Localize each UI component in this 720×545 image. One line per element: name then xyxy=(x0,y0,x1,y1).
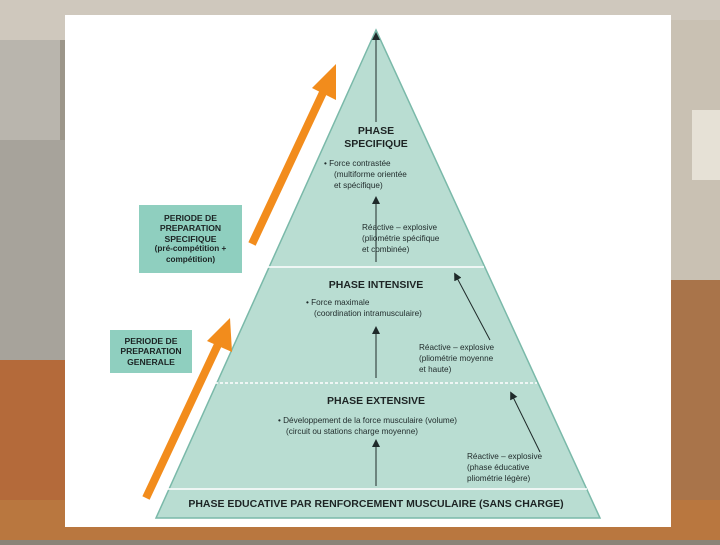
phase-extensive-bullet: • Développement de la force musculaire (… xyxy=(278,415,457,437)
period-general-line3: GENERALE xyxy=(127,356,175,367)
phase-specifique-title-line2: SPECIFIQUE xyxy=(344,138,408,150)
period-specific-line5: compétition) xyxy=(165,254,216,264)
period-general-line1: PERIODE DE xyxy=(124,335,178,346)
phase-specifique-bullet2: (multiforme orientée xyxy=(334,170,407,179)
phase-intensive-reactive3: et haute) xyxy=(419,365,452,374)
period-specific-line3: SPECIFIQUE xyxy=(164,233,217,244)
phase-intensive-bullet2: (coordination intramusculaire) xyxy=(314,309,422,318)
phase-specifique-title-line1: PHASE xyxy=(357,125,395,137)
phase-specifique-title: PHASE SPECIFIQUE xyxy=(336,125,416,151)
phase-specifique-bullet3: et spécifique) xyxy=(334,181,383,190)
phase-educative-title: PHASE EDUCATIVE PAR RENFORCEMENT MUSCULA… xyxy=(188,498,564,510)
phase-extensive-reactive2: (phase éducative xyxy=(467,463,530,472)
phase-specifique-reactive2: (pliométrie spécifique xyxy=(362,234,440,243)
phase-intensive-bullet1: • Force maximale xyxy=(306,298,370,307)
phase-specifique-reactive: Réactive – explosive (pliométrie spécifi… xyxy=(362,222,439,255)
diag-arrow-extensive xyxy=(510,391,541,453)
orange-arrow-lower xyxy=(142,318,232,500)
phase-extensive-title: PHASE EXTENSIVE xyxy=(326,395,426,407)
phase-extensive-bullet2: (circuit ou stations charge moyenne) xyxy=(286,427,418,436)
phase-intensive-reactive1: Réactive – explosive xyxy=(419,343,495,352)
phase-intensive-reactive2: (pliométrie moyenne xyxy=(419,354,494,363)
period-box-general: PERIODE DE PREPARATION GENERALE xyxy=(110,330,192,373)
period-specific-line2: PREPARATION xyxy=(159,223,222,234)
phase-specifique-bullet1: • Force contrastée xyxy=(324,159,391,168)
phase-specifique-reactive3: et combinée) xyxy=(362,245,410,254)
period-general-line2: PREPARATION xyxy=(120,346,182,357)
pyramid-shape xyxy=(154,28,602,519)
orange-arrow-upper xyxy=(248,64,336,246)
period-specific-line4: (pré-compétition + xyxy=(154,244,227,254)
phase-extensive-reactive1: Réactive – explosive xyxy=(467,452,543,461)
phase-extensive-bullet1: • Développement de la force musculaire (… xyxy=(278,416,457,425)
phase-intensive-bullet: • Force maximale (coordination intramusc… xyxy=(306,297,422,319)
phase-extensive-reactive3: pliométrie légère) xyxy=(467,474,531,483)
phase-specifique-reactive1: Réactive – explosive xyxy=(362,223,438,232)
diag-arrow-intensive xyxy=(454,272,491,341)
phase-intensive-title: PHASE INTENSIVE xyxy=(328,279,424,291)
phase-specifique-bullet: • Force contrastée (multiforme orientée … xyxy=(324,158,407,191)
phase-intensive-reactive: Réactive – explosive (pliométrie moyenne… xyxy=(419,342,494,375)
period-specific-line1: PERIODE DE xyxy=(163,212,217,223)
phase-extensive-reactive: Réactive – explosive (phase éducative pl… xyxy=(467,451,542,484)
period-box-specific: PERIODE DE PREPARATION SPECIFIQUE (pré-c… xyxy=(139,205,242,273)
